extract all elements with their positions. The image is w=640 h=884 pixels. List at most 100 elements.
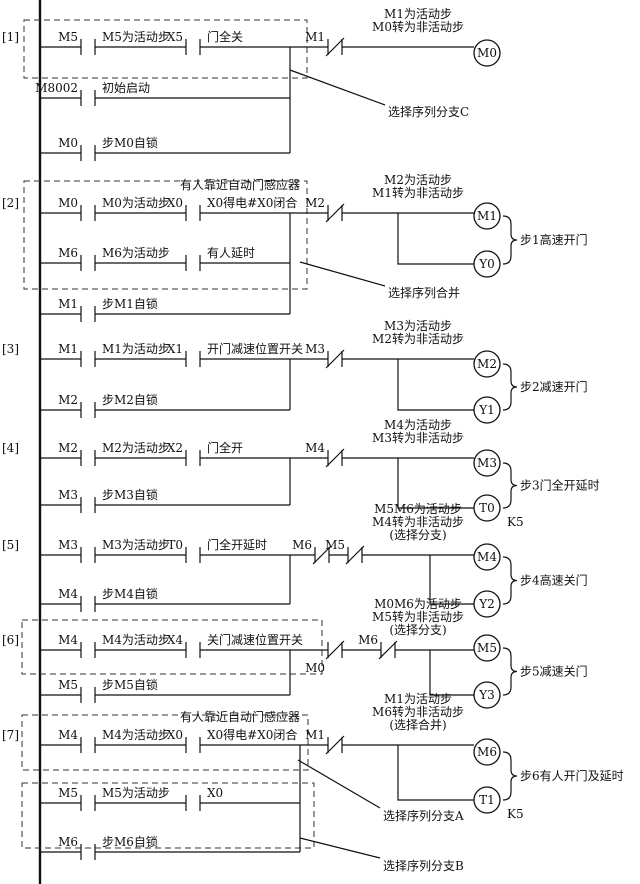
transition-annotation: M4转为非活动步 [372, 514, 464, 529]
contact-annotation: 有人延时 [207, 246, 255, 260]
callout-label: 选择序列分支A [383, 808, 464, 823]
sensor-annotation: 有人靠近自动门感应器 [180, 177, 300, 192]
contact-label: M3 [305, 342, 325, 356]
contact-nc-slash [325, 349, 345, 369]
branch-wire [397, 213, 474, 265]
transition-annotation: M1为活动步 [384, 692, 452, 706]
contact-annotation: M3为活动步 [102, 538, 170, 552]
transition-annotation: M5M6为活动步 [374, 502, 462, 516]
contact-nc-slash [325, 203, 345, 223]
transition-annotation: M3为活动步 [384, 319, 452, 333]
contact-label: M6 [292, 538, 312, 552]
coil-label: M3 [477, 456, 497, 470]
contact-label: M1 [305, 728, 325, 742]
contact-label: X2 [167, 441, 183, 455]
contact-label: M2 [305, 196, 325, 210]
callout-leader [299, 261, 386, 287]
contact-annotation: 初始启动 [102, 81, 150, 95]
contact-label: M2 [58, 393, 78, 407]
contact-label: M0 [305, 661, 325, 675]
contact-annotation: M6为活动步 [102, 246, 170, 260]
output-coil [473, 634, 501, 662]
coil-label: Y3 [478, 688, 495, 702]
contact-annotation: 步M2自锁 [102, 392, 158, 407]
timer-constant: K5 [507, 807, 524, 821]
coil-label: M0 [477, 46, 497, 60]
brace [502, 363, 518, 411]
callout-leader [289, 69, 386, 106]
coil-label: Y0 [478, 257, 495, 271]
contact-annotation: M5为活动步 [102, 786, 170, 800]
contact-annotation: 步M1自锁 [102, 296, 158, 311]
contact-nc-slash [325, 37, 345, 57]
output-coil [473, 39, 501, 67]
contact-nc-slash [325, 640, 345, 660]
step-label: 步4高速关门 [520, 573, 588, 588]
contact-label: M8002 [35, 81, 78, 95]
coil-label: M5 [477, 641, 497, 655]
contact-annotation: 门全关 [207, 29, 243, 44]
brace [502, 215, 518, 265]
dashed-box [23, 19, 308, 79]
contact-nc-slash [345, 545, 365, 565]
brace [502, 751, 518, 801]
contact-annotation: X0 [207, 786, 223, 800]
contact-label: M4 [58, 633, 78, 647]
coil-label: M1 [477, 209, 497, 223]
contact-annotation: M4为活动步 [102, 633, 170, 647]
contact-label: M3 [58, 488, 78, 502]
contact-label: M4 [305, 441, 325, 455]
contact-annotation: M5为活动步 [102, 30, 170, 44]
contact-label: M1 [58, 297, 78, 311]
callout-leader [299, 837, 381, 859]
contact-label: M6 [58, 246, 78, 260]
transition-annotation: (选择分支) [389, 528, 446, 542]
rung-number: [7] [2, 728, 19, 742]
transition-annotation: M4为活动步 [384, 418, 452, 432]
contact-label: M1 [305, 30, 325, 44]
coil-label: M2 [477, 357, 497, 371]
dashed-box [21, 619, 323, 675]
contact-label: X0 [167, 728, 183, 742]
contact-nc-slash [325, 448, 345, 468]
transition-annotation: M1转为非活动步 [372, 185, 464, 200]
contact-label: M5 [325, 538, 345, 552]
callout-label: 选择序列分支B [383, 858, 464, 873]
contact-label: X4 [167, 633, 184, 647]
contact-label: X5 [167, 30, 183, 44]
callout-label: 选择序列分支C [388, 104, 469, 119]
branch-wire [397, 458, 474, 509]
contact-annotation: 步M5自锁 [102, 677, 158, 692]
dashed-box [21, 782, 315, 849]
contact-label: M5 [58, 786, 78, 800]
contact-annotation: X0得电#X0闭合 [207, 727, 297, 742]
coil-label: T0 [479, 501, 495, 515]
contact-label: M5 [58, 678, 78, 692]
transition-annotation: (选择分支) [389, 623, 446, 637]
transition-annotation: M1为活动步 [384, 7, 452, 21]
output-coil [473, 543, 501, 571]
rung-number: [4] [2, 441, 19, 455]
contact-label: X1 [167, 342, 183, 356]
step-label: 步6有人开门及延时 [520, 768, 624, 783]
coil-label: M4 [477, 550, 497, 564]
contact-nc-slash [325, 735, 345, 755]
transition-annotation: M3转为非活动步 [372, 430, 464, 445]
contact-label: M5 [58, 30, 78, 44]
output-coil [473, 350, 501, 378]
transition-annotation: (选择合并) [389, 717, 446, 732]
contact-label: T0 [167, 538, 183, 552]
step-label: 步1高速开门 [520, 232, 588, 247]
contact-label: M3 [58, 538, 78, 552]
timer-constant: K5 [507, 515, 524, 529]
output-coil [473, 449, 501, 477]
step-label: 步2减速开门 [520, 379, 588, 394]
brace [502, 647, 518, 696]
contact-label: M6 [58, 835, 78, 849]
output-coil [473, 738, 501, 766]
rung-number: [5] [2, 538, 19, 552]
output-coil [473, 202, 501, 230]
dashed-box [23, 180, 308, 290]
branch-wire [429, 650, 474, 696]
